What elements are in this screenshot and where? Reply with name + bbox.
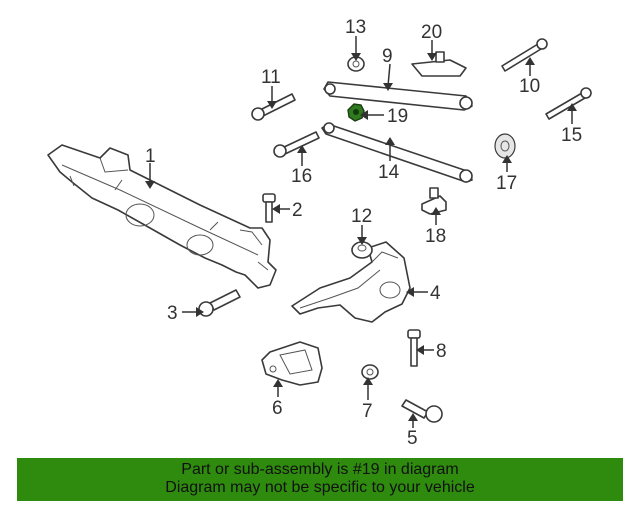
callout-17: 17 [496, 173, 517, 194]
callout-labels: 1 2 3 4 5 6 7 8 9 10 11 12 13 14 15 16 1… [145, 17, 582, 449]
callout-13: 13 [345, 17, 366, 38]
part-7-nut [361, 364, 379, 380]
callout-4: 4 [430, 283, 441, 304]
part-8-bolt [407, 329, 421, 367]
part-11-bolt [251, 93, 296, 121]
part-5-bolt [401, 399, 443, 423]
callout-15: 15 [561, 125, 582, 146]
banner-line-2: Diagram may not be specific to your vehi… [165, 479, 475, 496]
callout-5: 5 [407, 428, 418, 449]
banner-line-1: Part or sub-assembly is #19 in diagram [181, 461, 459, 478]
part-18-clip [421, 187, 447, 215]
part-17-bushing [494, 133, 516, 159]
callout-8: 8 [436, 341, 447, 362]
parts-diagram: 1 2 3 4 5 6 7 8 9 10 11 12 13 14 15 16 1… [47, 17, 592, 449]
callout-12: 12 [351, 206, 372, 227]
part-16-bolt [273, 131, 320, 158]
callout-2: 2 [292, 200, 303, 221]
callout-19: 19 [387, 106, 408, 127]
part-3-bolt [198, 289, 241, 317]
callout-9: 9 [382, 46, 393, 67]
part-10-bolt [501, 38, 548, 72]
callout-6: 6 [272, 398, 283, 419]
info-banner: Part or sub-assembly is #19 in diagram D… [17, 458, 623, 501]
part-6-bracket [261, 341, 323, 386]
part-14-control-arm [321, 122, 473, 183]
leader-arrowheads [145, 53, 577, 421]
part-15-bolt [545, 87, 592, 120]
part-20-bracket [411, 51, 467, 77]
callout-20: 20 [421, 22, 442, 43]
callout-10: 10 [519, 76, 540, 97]
part-4-knuckle [291, 241, 411, 323]
part-19-bushing-highlighted [347, 103, 365, 122]
part-2-bolt [262, 193, 276, 223]
part-1-crossmember [47, 144, 277, 289]
callout-1: 1 [145, 146, 156, 167]
callout-7: 7 [362, 401, 373, 422]
part-9-control-arm [323, 81, 473, 111]
part-12-bushing [351, 241, 373, 259]
callout-16: 16 [291, 166, 312, 187]
callout-18: 18 [425, 226, 446, 247]
callout-3: 3 [167, 303, 178, 324]
callout-14: 14 [378, 162, 400, 183]
callout-11: 11 [261, 67, 281, 88]
